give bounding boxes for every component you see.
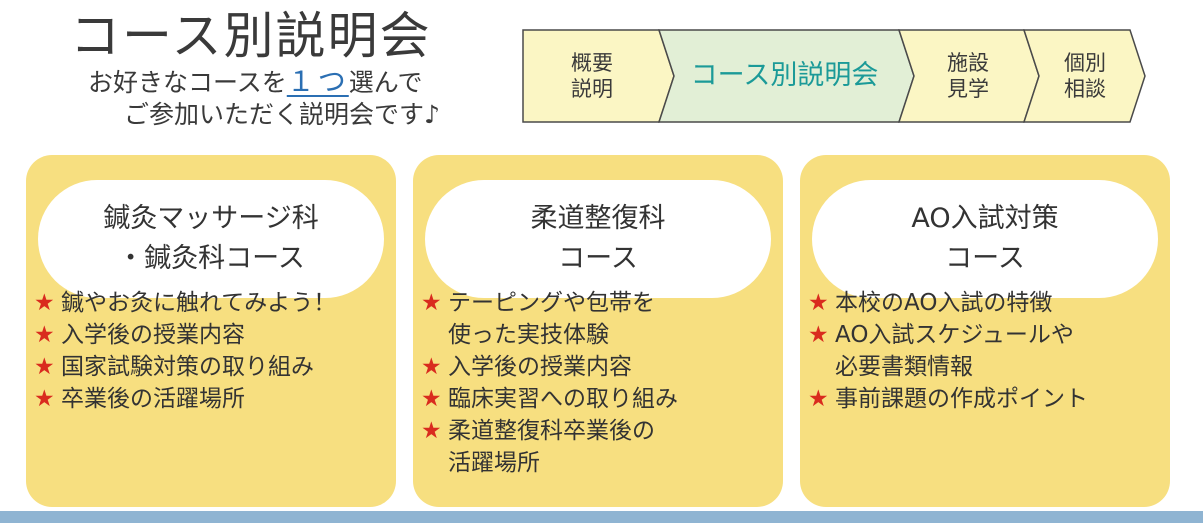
subtitle-text-post: 選んで <box>348 68 423 97</box>
subtitle: お好きなコースを１つ選んで ご参加いただく説明会です♪ <box>88 66 440 131</box>
star-icon: ★ <box>421 386 442 412</box>
course-title-line-1: AO入試対策 <box>911 203 1059 234</box>
star-icon: ★ <box>808 386 829 412</box>
course-card-ao-exam: AO入試対策 コース ★本校のAO入試の特徴 ★AO入試スケジュールや 必要書類… <box>800 155 1170 507</box>
star-icon: ★ <box>34 290 55 316</box>
list-item: ★事前課題の作成ポイント <box>808 383 1166 415</box>
step-course-briefing: コース別説明会 <box>690 60 879 91</box>
list-item: ★柔道整復科卒業後の 活躍場所 <box>421 415 779 479</box>
subtitle-number: １つ <box>286 65 349 98</box>
course-title-line-1: 柔道整復科 <box>530 203 666 234</box>
course-card-judo-therapy: 柔道整復科 コース ★テーピングや包帯を 使った実技体験 ★入学後の授業内容 ★… <box>413 155 783 507</box>
list-item: ★本校のAO入試の特徴 <box>808 287 1166 319</box>
step-individual-consult: 個別 相談 <box>1064 51 1106 101</box>
star-icon: ★ <box>808 290 829 316</box>
step-flow-arrows <box>522 29 1146 123</box>
course-title: AO入試対策 コース <box>812 180 1158 298</box>
star-icon: ★ <box>34 354 55 380</box>
course-title-line-2: コース <box>558 243 638 274</box>
list-item: ★入学後の授業内容 <box>421 351 779 383</box>
star-icon: ★ <box>34 386 55 412</box>
list-item: ★臨床実習への取り組み <box>421 383 779 415</box>
star-icon: ★ <box>34 322 55 348</box>
list-item: ★卒業後の活躍場所 <box>34 383 392 415</box>
course-title-line-2: コース <box>945 243 1025 274</box>
bottom-band <box>0 511 1203 523</box>
course-card-acupuncture: 鍼灸マッサージ科 ・鍼灸科コース ★鍼やお灸に触れてみよう！ ★入学後の授業内容… <box>26 155 396 507</box>
list-item: ★鍼やお灸に触れてみよう！ <box>34 287 392 319</box>
star-icon: ★ <box>421 290 442 316</box>
subtitle-line-2: ご参加いただく説明会です♪ <box>124 100 440 129</box>
star-icon: ★ <box>808 322 829 348</box>
course-title: 鍼灸マッサージ科 ・鍼灸科コース <box>38 180 384 298</box>
step-overview: 概要 説明 <box>571 51 613 101</box>
list-item: ★国家試験対策の取り組み <box>34 351 392 383</box>
list-item: ★入学後の授業内容 <box>34 319 392 351</box>
course-title-line-1: 鍼灸マッサージ科 <box>103 203 319 234</box>
step-flow: 概要 説明 コース別説明会 施設 見学 個別 相談 <box>522 29 1147 123</box>
course-title: 柔道整復科 コース <box>425 180 771 298</box>
course-items: ★本校のAO入試の特徴 ★AO入試スケジュールや 必要書類情報 ★事前課題の作成… <box>808 287 1166 415</box>
step-facility-tour: 施設 見学 <box>947 51 989 101</box>
course-items: ★鍼やお灸に触れてみよう！ ★入学後の授業内容 ★国家試験対策の取り組み ★卒業… <box>34 287 392 415</box>
star-icon: ★ <box>421 418 442 444</box>
step-shape-consult <box>1022 29 1146 123</box>
star-icon: ★ <box>421 354 442 380</box>
list-item: ★テーピングや包帯を 使った実技体験 <box>421 287 779 351</box>
page-title: コース別説明会 <box>70 7 432 65</box>
course-items: ★テーピングや包帯を 使った実技体験 ★入学後の授業内容 ★臨床実習への取り組み… <box>421 287 779 479</box>
subtitle-text-pre: お好きなコースを <box>88 68 287 97</box>
list-item: ★AO入試スケジュールや 必要書類情報 <box>808 319 1166 383</box>
course-title-line-2: ・鍼灸科コース <box>117 243 305 274</box>
